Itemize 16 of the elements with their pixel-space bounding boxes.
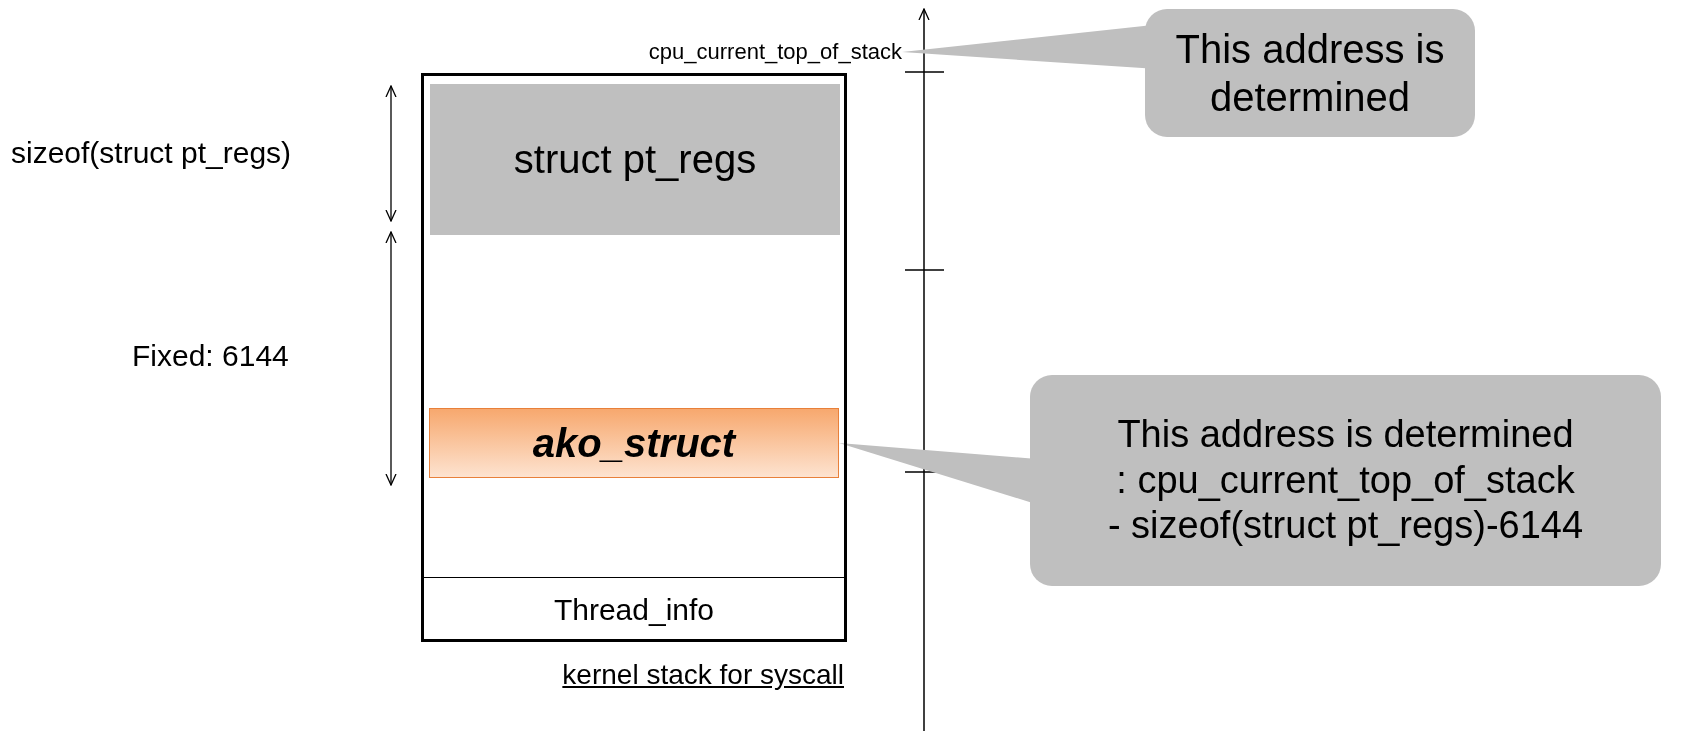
caption-text: kernel stack for syscall (562, 659, 844, 691)
callout-bubble (1145, 9, 1475, 137)
callout-pointer (839, 443, 1031, 503)
callout-text: : cpu_current_top_of_stack (1116, 457, 1575, 503)
dimension-label: sizeof(struct pt_regs) (11, 136, 292, 170)
callout-text: - sizeof(struct pt_regs)-6144 (1107, 503, 1584, 549)
callout-text: This address is determined (1117, 412, 1574, 458)
callout-bubble (1030, 375, 1661, 586)
block-label: struct pt_regs (513, 137, 757, 182)
struct-block (429, 408, 839, 478)
block-label: ako_struct (532, 420, 736, 466)
block-label: Thread_info (553, 593, 715, 627)
dimension-label: Fixed: 6144 (132, 339, 289, 373)
callout-text: This address is determined (1174, 26, 1446, 121)
struct-block (430, 84, 840, 235)
block-label: cpu_current_top_of_stack (648, 39, 902, 65)
